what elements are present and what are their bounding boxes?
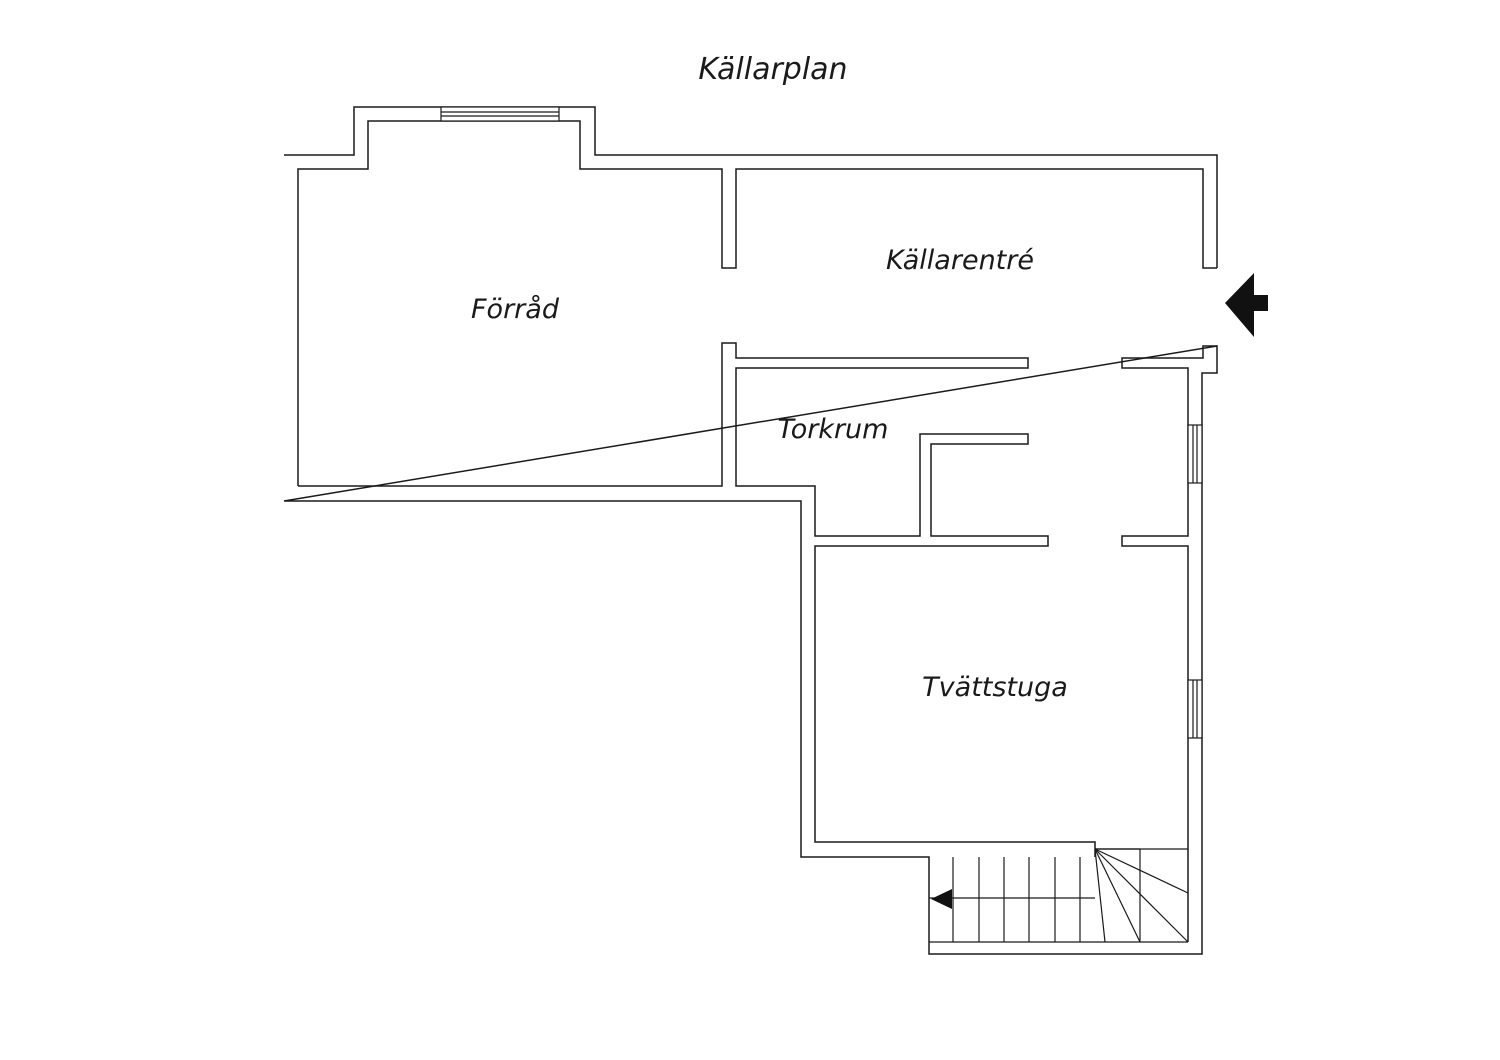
storage-room-wall (298, 342, 1096, 857)
outer-wall-interior (297, 120, 1217, 486)
room-label-torkrum: Torkrum (778, 414, 889, 445)
plan-title: Källarplan (698, 52, 847, 87)
room-label-kallarentre: Källarentré (886, 245, 1034, 276)
stair-direction-arrow (931, 889, 952, 909)
outer-wall-exterior (283, 106, 1218, 955)
room-label-forrad: Förråd (471, 294, 560, 325)
staircase (929, 848, 1189, 943)
entrance-arrow-icon (1225, 273, 1268, 337)
window-right-upper (1187, 424, 1203, 484)
room-label-tvattstuga: Tvättstuga (922, 672, 1068, 703)
entrance-jamb (1121, 345, 1217, 942)
window-top (440, 106, 560, 122)
window-right-lower (1187, 679, 1203, 739)
